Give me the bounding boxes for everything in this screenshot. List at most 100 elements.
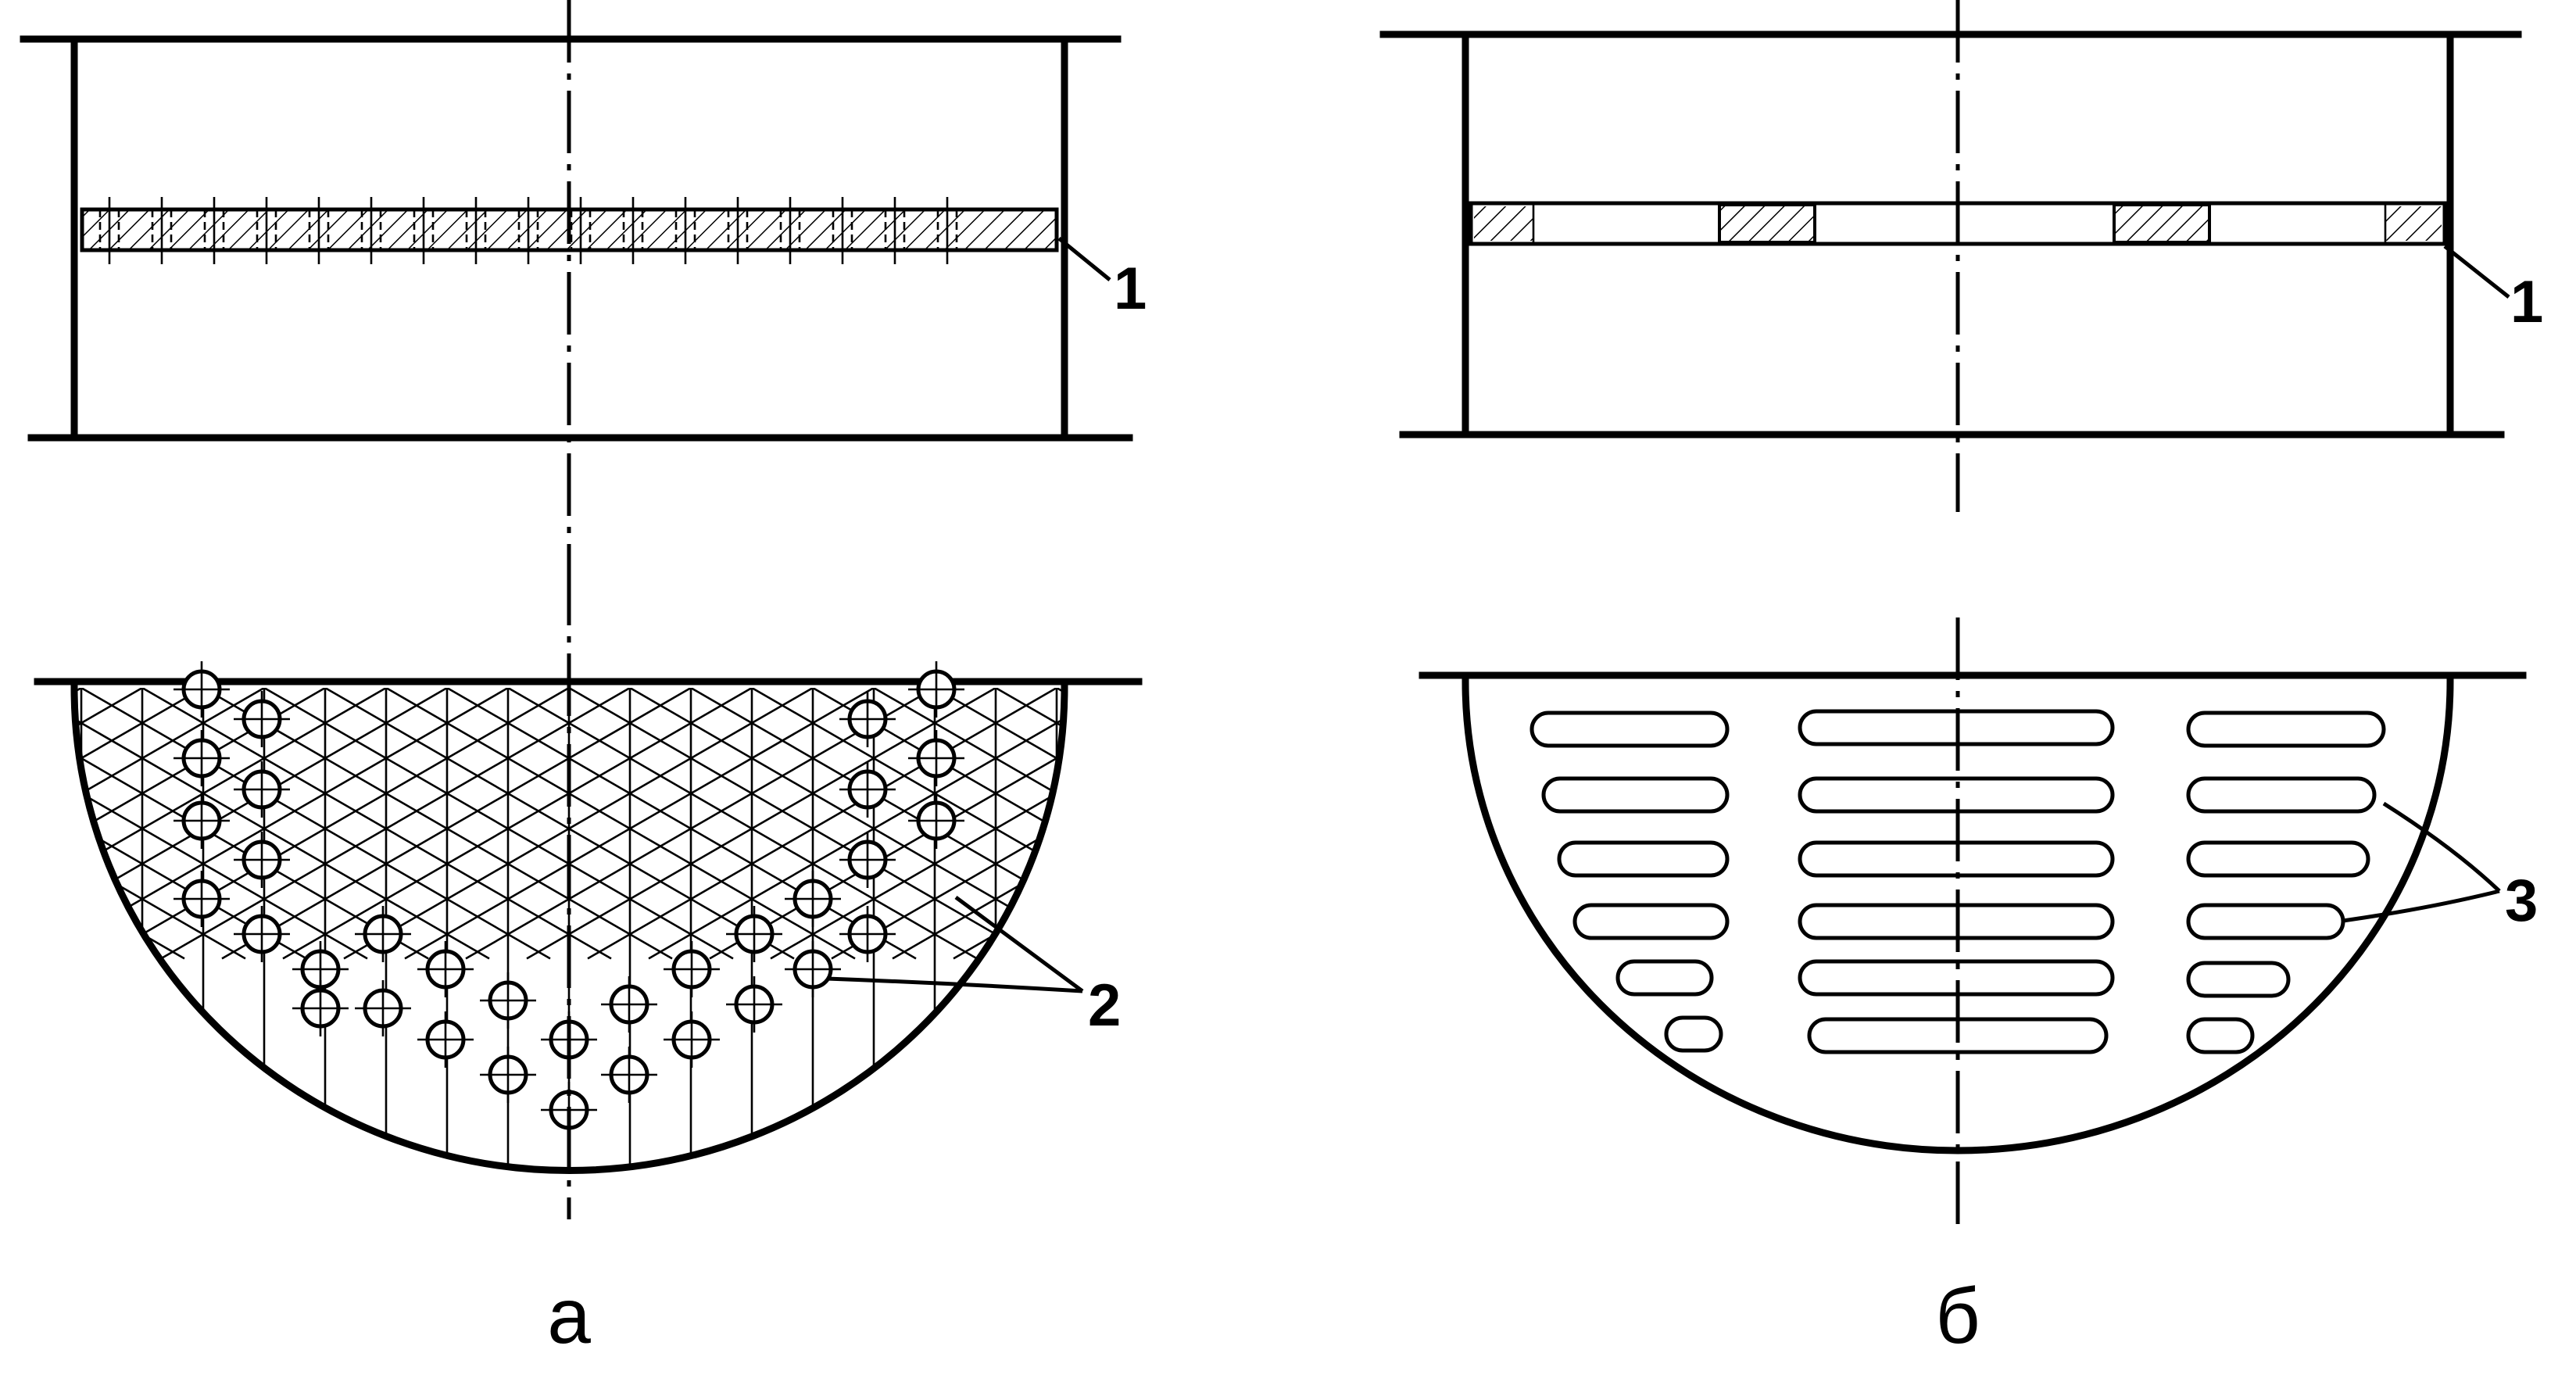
tube-circle <box>726 976 782 1033</box>
grid-line <box>74 688 673 960</box>
panel-a-elevation: 1 <box>20 35 1147 442</box>
tube-circle <box>355 906 411 962</box>
grid-line <box>74 688 612 960</box>
tube-circle <box>839 906 896 962</box>
tube-circle <box>908 661 964 718</box>
grid-line <box>74 688 734 960</box>
grid-line <box>74 688 795 960</box>
tube-circle <box>234 761 290 818</box>
panel-b: 1 3 б <box>1379 0 2543 1360</box>
tube-circle <box>601 1047 657 1103</box>
grid-line <box>0 417 63 959</box>
grid-line <box>1319 417 2257 959</box>
tube-circle <box>174 661 230 718</box>
grid-line <box>74 688 856 960</box>
panel-a-label-1: 1 <box>1114 256 1147 322</box>
panel-a-leader-2b <box>826 976 1083 993</box>
baffle-slot <box>1541 776 1730 814</box>
grid-line <box>74 688 673 960</box>
tube-circle <box>292 980 349 1036</box>
baffle-slot <box>2186 776 2377 814</box>
grid-line <box>404 688 1064 960</box>
tube-circle <box>417 1011 474 1068</box>
grid-line <box>160 688 1064 960</box>
grid-line <box>282 688 1064 960</box>
grid-line <box>953 688 1064 960</box>
grid-line <box>831 688 1064 960</box>
grid-line <box>0 417 2 959</box>
tube-circle <box>839 832 896 888</box>
grid-line <box>953 688 1064 960</box>
tube-circle <box>480 1047 536 1103</box>
grid-line <box>770 688 1064 960</box>
baffle-slot <box>1557 840 1730 878</box>
grid-line <box>74 688 185 960</box>
grid-line <box>221 688 1064 960</box>
tube-circle <box>355 980 411 1036</box>
tube-circle <box>234 832 290 888</box>
tube-circle <box>234 906 290 962</box>
panel-a-caption: а <box>547 1273 591 1360</box>
baffle-slot <box>1615 959 1714 997</box>
grid-line <box>74 688 978 960</box>
tube-circle <box>664 941 720 997</box>
panel-a-tubes <box>174 661 964 1138</box>
panel-b-caption: б <box>1935 1273 1980 1360</box>
panel-b-label-1: 1 <box>2510 269 2543 335</box>
tube-circle <box>726 906 782 962</box>
baffle-slot <box>1572 903 1730 940</box>
baffle-slot <box>2186 1017 2255 1054</box>
tube-circle <box>174 730 230 786</box>
grid-line <box>648 688 1064 960</box>
grid-line <box>526 688 1064 960</box>
grid-line <box>1014 688 1064 960</box>
grid-line <box>74 688 185 960</box>
tube-circle <box>785 941 841 997</box>
panel-a-label-2: 2 <box>1088 972 1121 1039</box>
panel-b-plan: 3 <box>1419 671 2538 1154</box>
tube-circle <box>601 976 657 1033</box>
baffle-slot <box>2186 840 2370 878</box>
panel-b-leader-1 <box>2443 245 2510 299</box>
panel-b-leader-3a <box>2382 801 2501 893</box>
tube-circle <box>839 761 896 818</box>
tube-circle <box>417 941 474 997</box>
panel-a: 1 2 а <box>0 0 2257 1360</box>
panel-b-label-3: 3 <box>2505 868 2538 934</box>
baffle-slot <box>2186 961 2291 998</box>
grid-line <box>0 417 63 959</box>
tube-circle <box>785 871 841 927</box>
tube-circle <box>174 871 230 927</box>
grid-line <box>343 688 1064 960</box>
tube-circle <box>908 730 964 786</box>
tube-circle <box>174 793 230 849</box>
grid-line <box>74 688 307 960</box>
grid-line <box>74 688 917 960</box>
grid-line <box>74 688 124 960</box>
tube-circle <box>234 691 290 747</box>
panel-b-elevation: 1 <box>1379 30 2543 438</box>
grid-line <box>160 688 1064 960</box>
grid-line <box>74 688 368 960</box>
panel-a-plan: 2 <box>0 417 2257 1174</box>
panel-b-leader-3b <box>2342 889 2500 923</box>
tube-circle <box>664 1011 720 1068</box>
grid-line <box>587 688 1064 960</box>
panel-a-leader-1 <box>1057 237 1111 281</box>
grid-line <box>74 688 551 960</box>
tube-circle <box>908 793 964 849</box>
grid-line <box>74 688 734 960</box>
grid-line <box>74 688 490 960</box>
grid-line <box>1319 417 2257 959</box>
grid-line <box>74 688 612 960</box>
tube-circle <box>839 691 896 747</box>
grid-line <box>465 688 1064 960</box>
baffle-slot <box>2186 903 2345 940</box>
grid-line <box>1014 688 1064 960</box>
baffle-slot <box>2186 711 2386 748</box>
grid-line <box>74 688 551 960</box>
panel-a-tube-holes <box>98 197 958 264</box>
panel-a-leader-2a <box>954 895 1084 993</box>
grid-line <box>74 688 978 960</box>
